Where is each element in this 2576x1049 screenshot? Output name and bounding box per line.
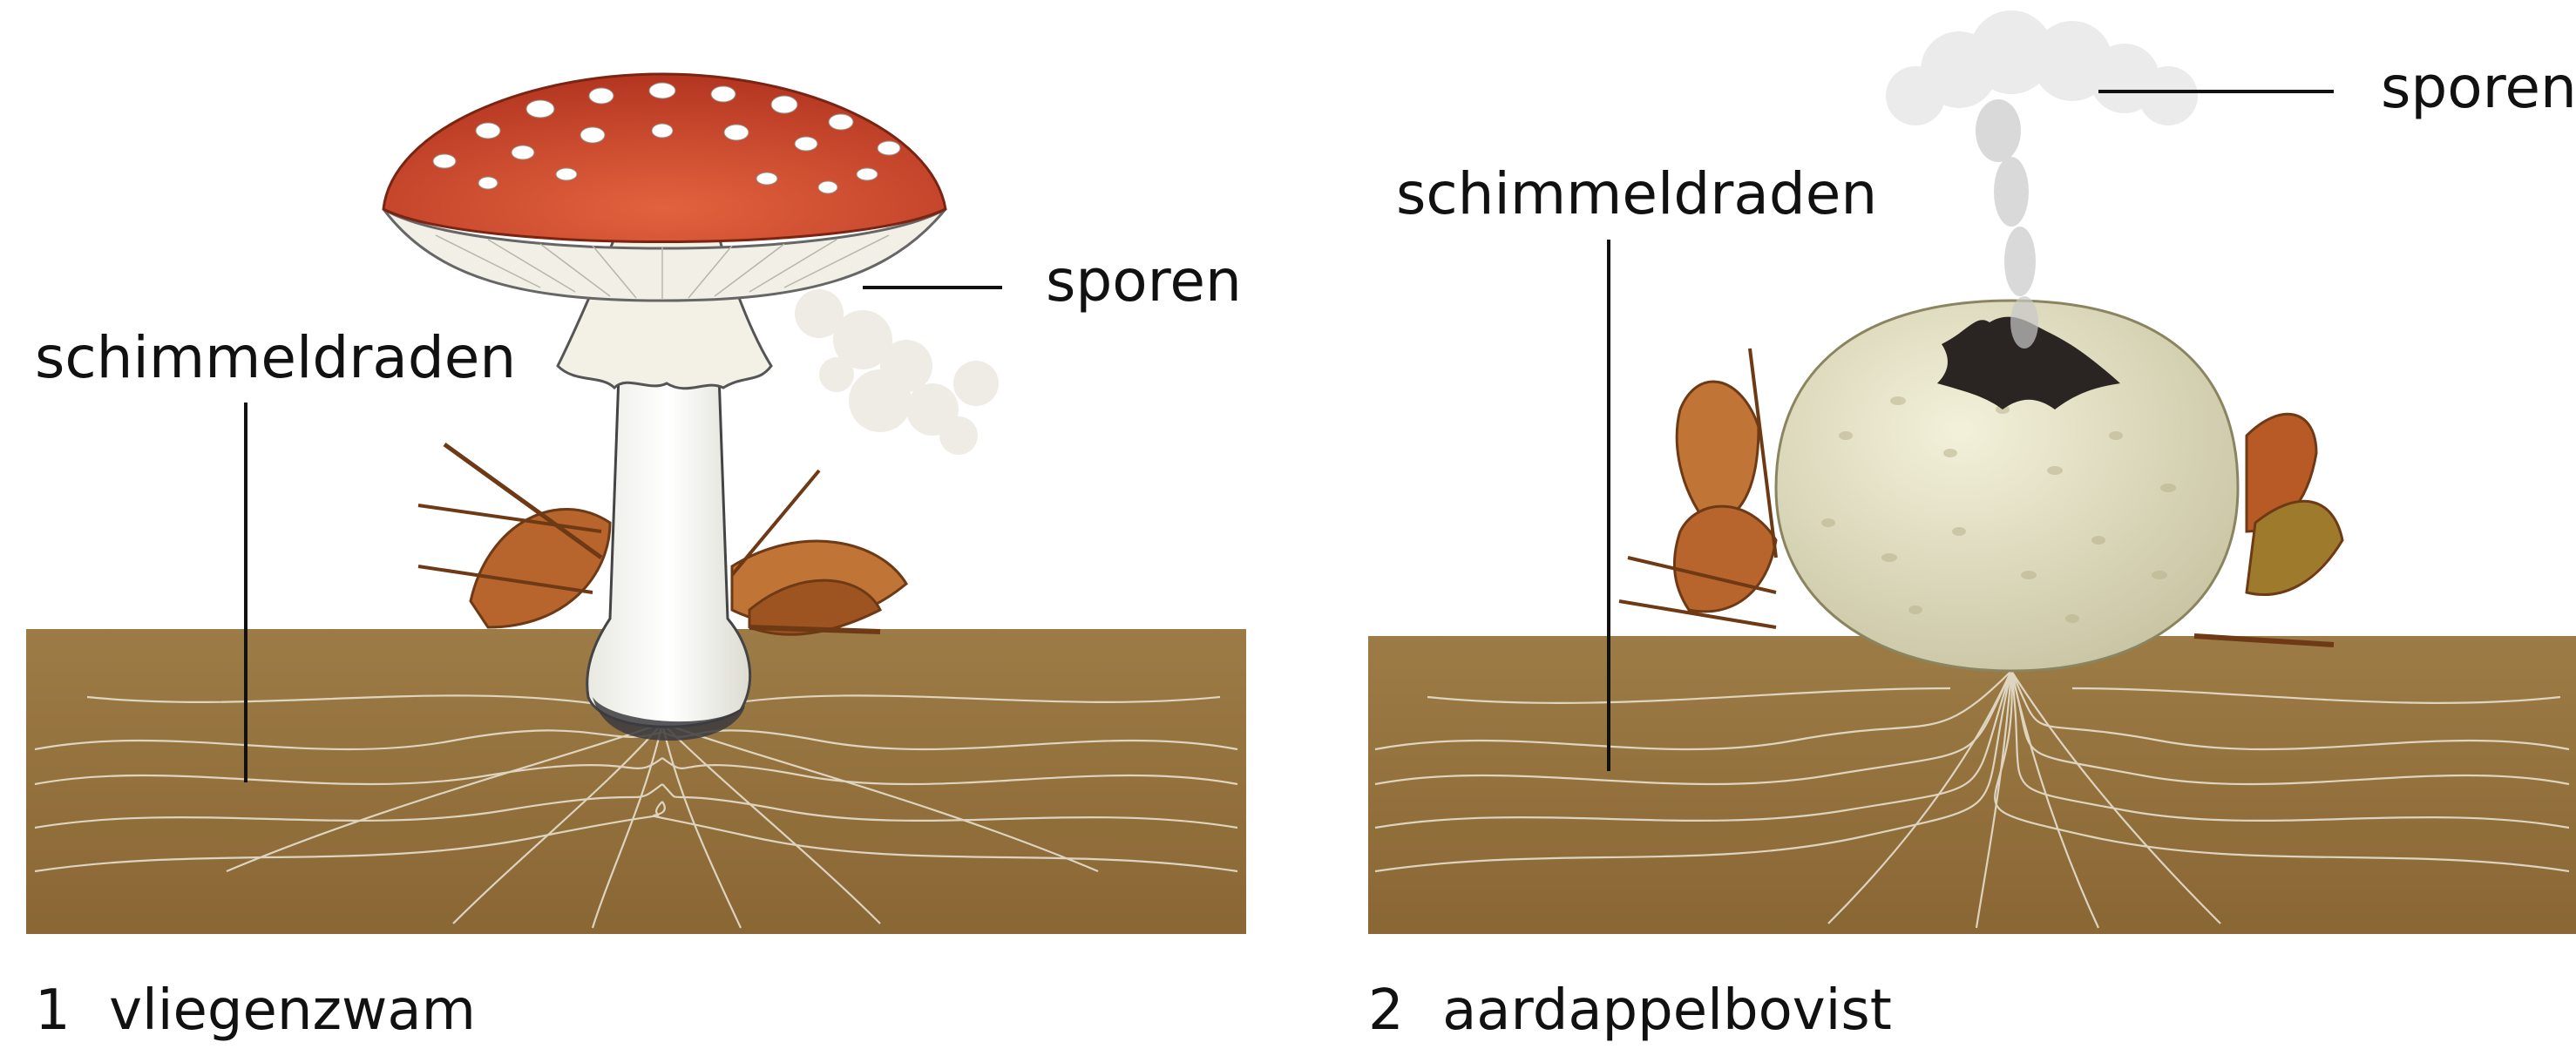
caption: 2 aardappelbovist (1368, 983, 1892, 1039)
mushroom-stem (587, 375, 750, 741)
caption-name: vliegenzwam (109, 978, 476, 1043)
caption-number: 1 (35, 978, 71, 1043)
label-spores: sporen (1046, 253, 1242, 310)
caption: 1 vliegenzwam (35, 983, 476, 1039)
spore-cloud (1886, 10, 2198, 125)
label-threads: schimmeldraden (1396, 166, 1877, 223)
label-threads: schimmeldraden (35, 329, 516, 387)
caption-name: aardappelbovist (1442, 978, 1892, 1043)
panel-fly-agaric: schimmeldraden sporen 1 vliegenzwam (0, 0, 1288, 1049)
soil-texture (1368, 636, 2576, 934)
caption-number: 2 (1368, 978, 1404, 1043)
spore-cloud (795, 289, 999, 455)
label-spores: sporen (2381, 59, 2576, 117)
mushroom-ring (558, 218, 771, 389)
fly-agaric-illustration (0, 0, 1288, 1049)
puffball-illustration (1288, 0, 2576, 1049)
panel-puffball: schimmeldraden sporen 2 aardappelbovist (1288, 0, 2576, 1049)
mushroom-cap (383, 74, 946, 242)
